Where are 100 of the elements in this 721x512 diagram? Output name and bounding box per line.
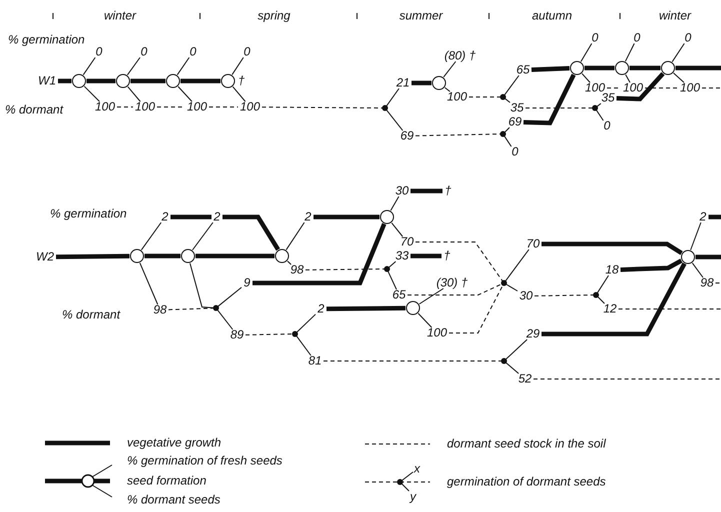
seed-formation-circle <box>432 76 446 90</box>
dashed-line <box>168 308 214 310</box>
growth-line <box>410 188 442 194</box>
leader-line <box>232 57 244 76</box>
leader-line <box>82 57 96 76</box>
value-label: 29 <box>526 328 540 340</box>
value-label: 30 <box>395 184 409 198</box>
season-label: winter <box>104 10 136 22</box>
value-label: 12 <box>603 302 617 316</box>
growth-line <box>56 254 130 260</box>
row-axis-label: % germination <box>8 34 86 46</box>
season-label: summer <box>399 10 443 22</box>
seed-formation-circle <box>380 210 394 224</box>
leader-line <box>505 284 518 292</box>
leader-line <box>178 86 192 102</box>
row-label: W1 <box>38 74 56 88</box>
value-label: 81 <box>308 354 322 368</box>
growth-line <box>86 78 116 84</box>
dashed-line <box>715 282 721 284</box>
growth-line <box>144 254 180 258</box>
growth-line <box>314 214 380 220</box>
leader-line <box>296 314 316 334</box>
leader-line <box>582 73 590 83</box>
dashed-line <box>618 308 721 310</box>
value-label: 0 <box>140 46 148 58</box>
junction-dot <box>501 280 507 286</box>
legend-text: dormant seed stock in the soil <box>447 438 606 450</box>
leader-line <box>386 88 400 107</box>
dashed-line <box>245 334 294 336</box>
legend-text: seed formation <box>127 474 206 488</box>
value-label: 69 <box>400 130 414 142</box>
junction-dot <box>500 94 506 100</box>
growth-line <box>676 66 721 70</box>
leader-line <box>176 57 190 76</box>
leader-line <box>418 312 432 328</box>
leader-line <box>443 61 456 78</box>
leader-line <box>192 222 214 250</box>
value-label: 100 <box>622 82 644 94</box>
leader-line <box>287 260 292 265</box>
leader-line <box>504 75 520 96</box>
leader-line <box>127 86 141 102</box>
growth-line <box>523 74 576 126</box>
legend-symbol-label: y <box>410 490 416 504</box>
junction-dot <box>213 305 219 311</box>
value-label: 0 <box>604 120 610 132</box>
legend-symbol-label: x <box>414 462 420 476</box>
growth-line <box>542 262 686 336</box>
value-label: 100 <box>94 100 116 114</box>
junction-dot <box>384 266 390 272</box>
value-label: 69 <box>508 116 522 128</box>
leader-line <box>126 57 140 76</box>
leader-line <box>596 109 604 121</box>
legend-text: vegetative growth <box>127 436 222 450</box>
growth-line <box>542 242 683 255</box>
leader-line <box>390 196 400 211</box>
leader-line <box>391 222 404 237</box>
leader-line <box>418 288 444 304</box>
leader-line <box>625 74 630 83</box>
seed-formation-circle <box>406 301 420 315</box>
value-label: 100 <box>446 90 468 104</box>
growth-line <box>412 80 432 86</box>
leader-line <box>672 43 685 62</box>
dashed-line <box>262 106 384 108</box>
value-label: 0 <box>512 146 518 158</box>
growth-line <box>616 72 665 102</box>
dashed-line <box>407 283 503 296</box>
value-label: 0 <box>684 32 692 44</box>
value-label: 70 <box>526 238 540 250</box>
growth-line <box>196 254 274 258</box>
leader-line <box>624 43 635 62</box>
seed-formation-circle <box>72 74 86 88</box>
value-label: 65 <box>392 288 406 302</box>
growth-line <box>252 223 386 286</box>
junction-dot <box>500 131 506 137</box>
value-label: 2 <box>318 302 324 316</box>
value-label: 9 <box>244 276 250 290</box>
junction-dot <box>592 105 598 111</box>
value-label: 98 <box>290 264 304 276</box>
seed-formation-circle <box>116 74 130 88</box>
legend-text: germination of dormant seeds <box>447 476 606 488</box>
value-label: 18 <box>605 264 619 276</box>
value-label: 70 <box>400 236 414 248</box>
leader-line <box>216 309 234 330</box>
value-label: 0 <box>592 32 598 44</box>
junction-dot <box>593 292 599 298</box>
seed-formation-circle <box>275 249 289 263</box>
dashed-line <box>323 360 502 362</box>
season-label: spring <box>258 10 290 22</box>
leader-line <box>296 335 312 356</box>
value-label: 35 <box>601 92 615 104</box>
leader-line <box>505 339 528 360</box>
dashed-line <box>415 242 504 282</box>
growth-line <box>58 78 72 84</box>
seed-formation-circle <box>166 74 180 88</box>
value-label: † <box>444 184 452 198</box>
growth-line <box>222 214 280 251</box>
value-label: 100 <box>134 100 156 114</box>
growth-line <box>584 66 614 70</box>
value-label: 98 <box>153 304 167 316</box>
value-label: 2 <box>700 210 706 224</box>
